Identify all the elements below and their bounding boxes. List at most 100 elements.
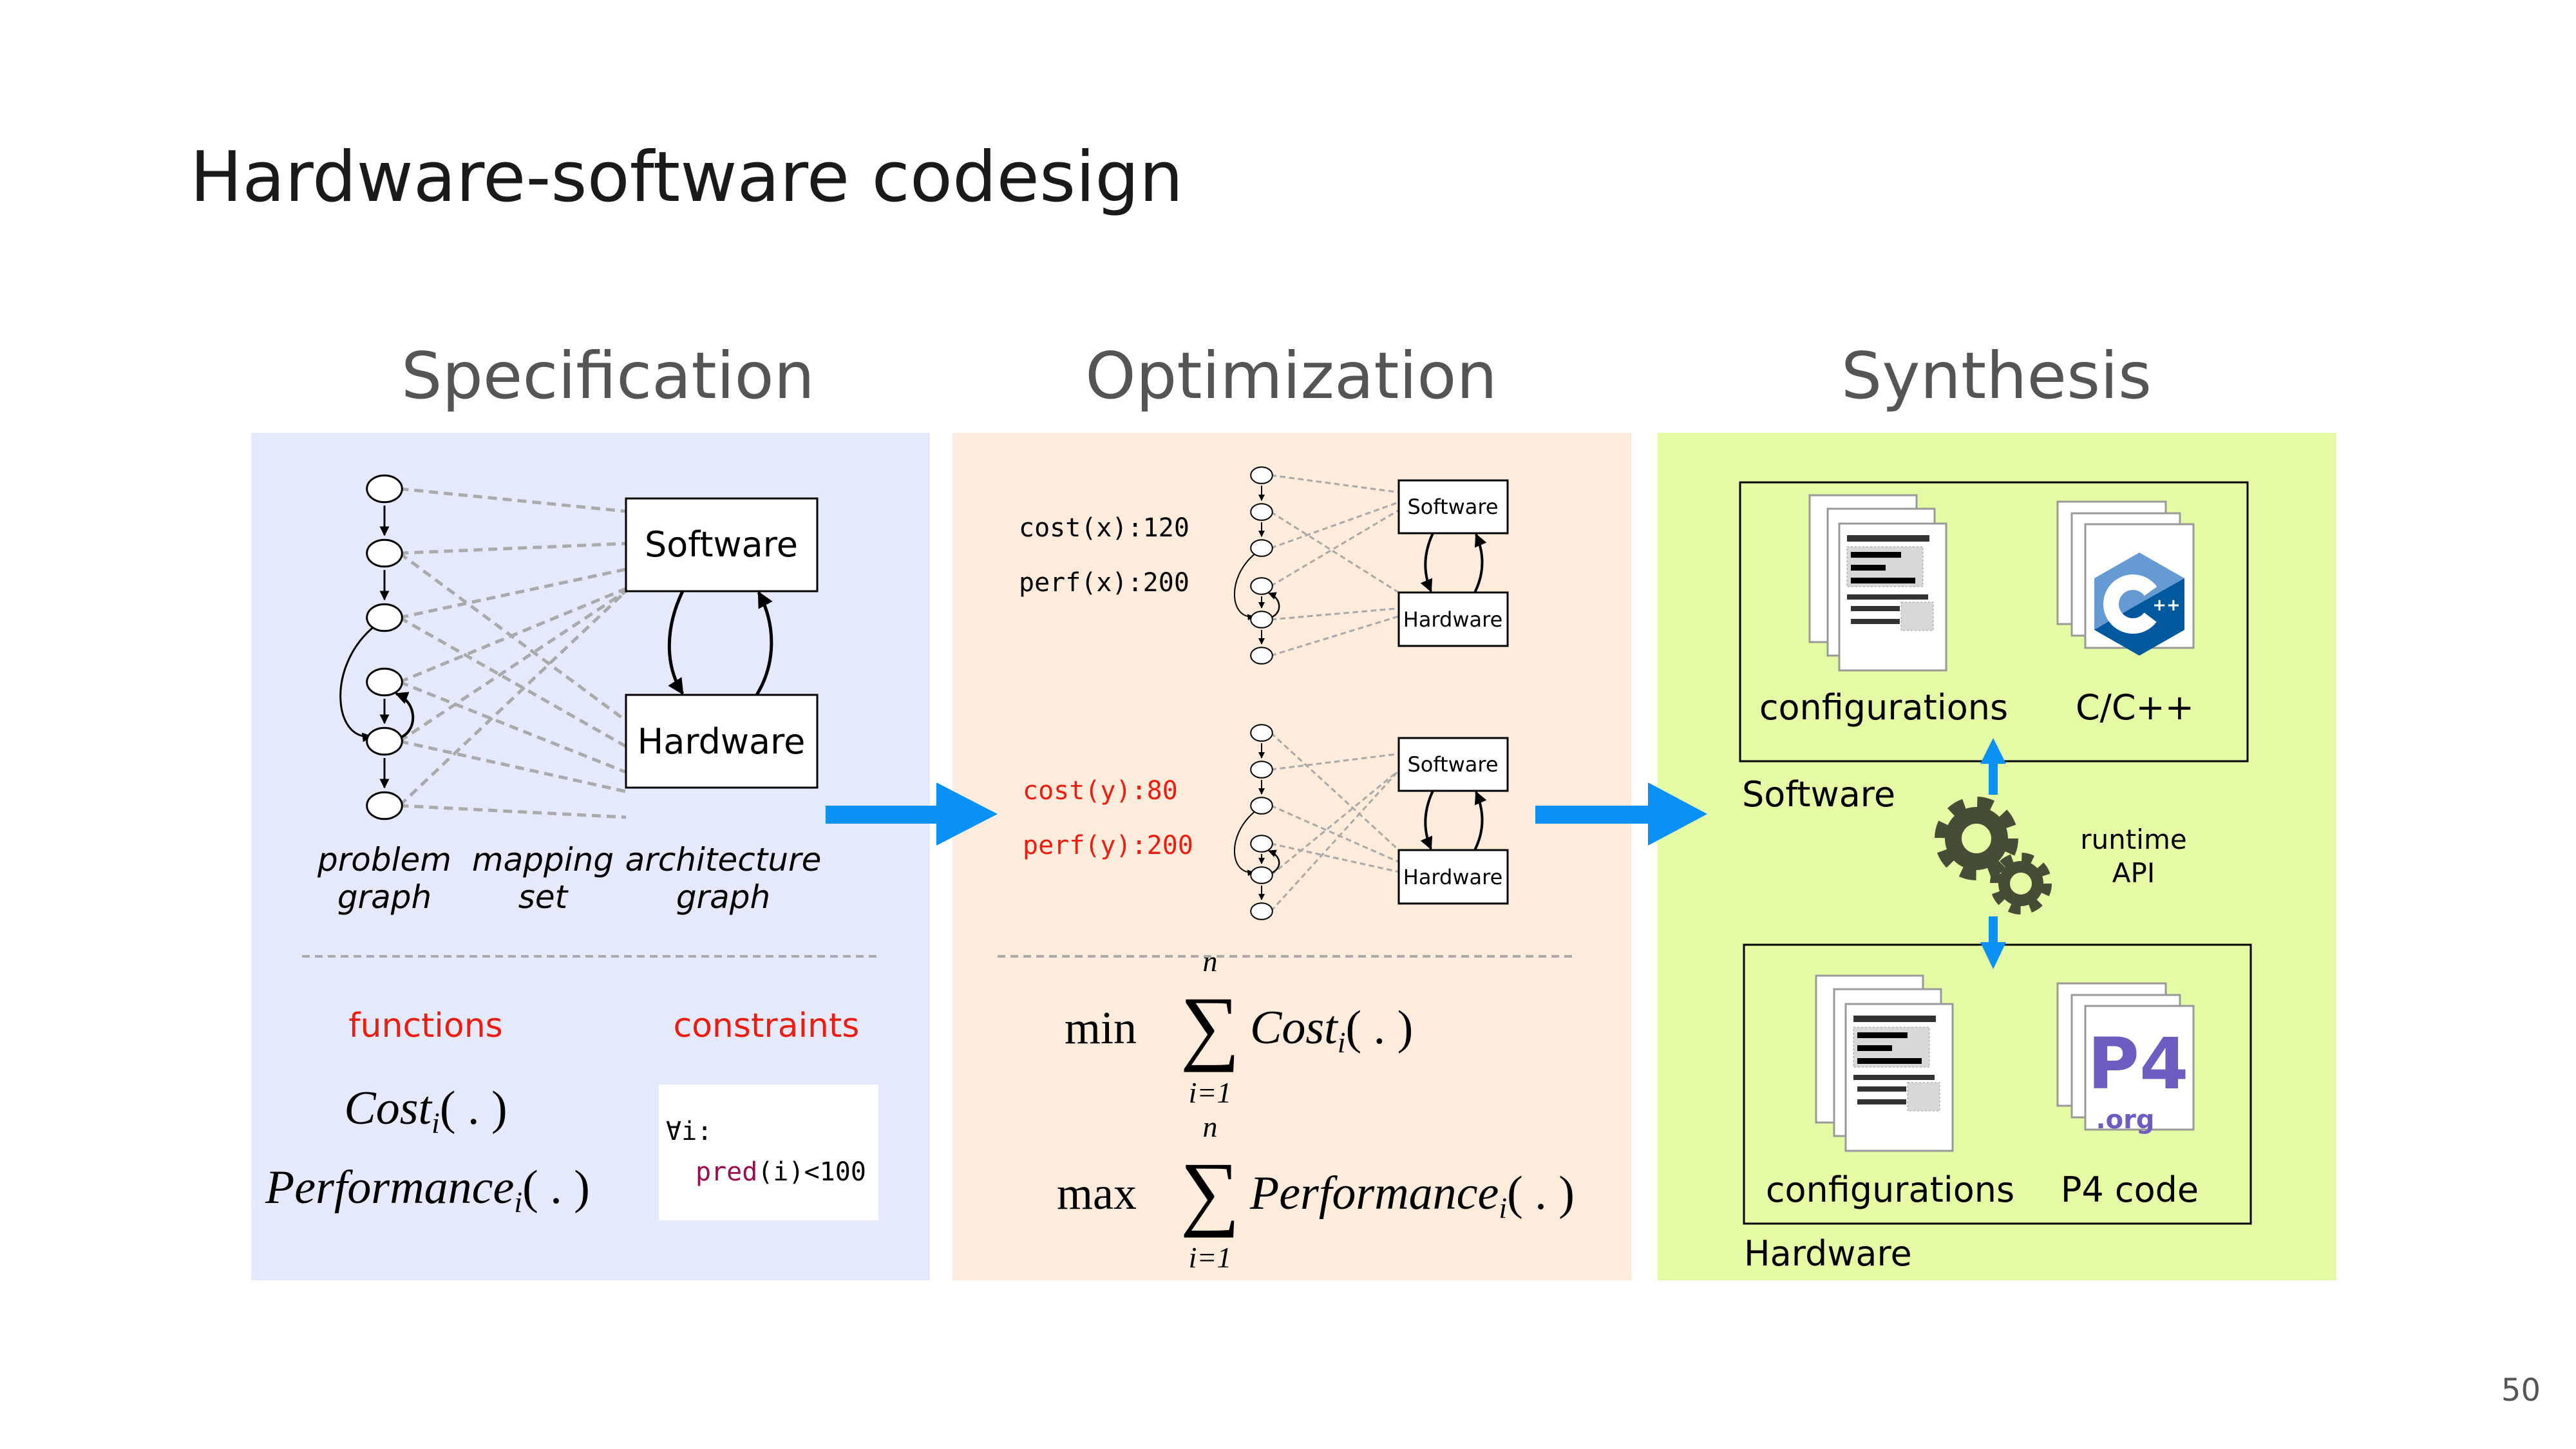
mapping-edge	[399, 804, 627, 819]
task-node	[366, 538, 403, 568]
perf-y: perf(y):200	[1023, 831, 1193, 860]
task-node	[1250, 611, 1273, 629]
mapping-edge	[399, 567, 627, 620]
software-box	[625, 497, 819, 592]
sw-to-hw-arrow	[667, 590, 685, 696]
runtime-label: runtime	[2080, 824, 2186, 855]
sum-symbol: ∑	[1180, 1146, 1240, 1238]
task-node	[1250, 761, 1273, 779]
dependency-edge	[1233, 811, 1255, 876]
text-line	[1851, 565, 1886, 571]
cost-x: cost(x):120	[1019, 513, 1189, 543]
sum-symbol: ∑	[1180, 980, 1240, 1073]
functions-label: functions	[348, 1007, 503, 1045]
mapping-edge	[1270, 511, 1399, 594]
max-performance-objective: max ∑ n i=1 Performancei( . )	[1057, 1110, 1575, 1274]
mapping-edge	[399, 739, 627, 793]
mapping-edge	[1271, 474, 1399, 493]
flow-arrow-1	[826, 782, 998, 846]
label-architecture: architecture	[625, 841, 822, 878]
text-line	[1847, 594, 1928, 600]
p4-logo-text: P4	[2087, 1023, 2188, 1105]
text-line	[1851, 552, 1901, 558]
runtime-api-arrows	[1980, 738, 2006, 969]
mapping-edge	[399, 587, 627, 684]
performance-objective-term: Performancei( . )	[1249, 1167, 1575, 1224]
perf-x: perf(x):200	[1019, 568, 1189, 598]
min-cost-objective: min ∑ n i=1 Costi( . )	[1065, 945, 1413, 1109]
text-line	[1857, 1099, 1906, 1104]
mapping-edge	[1271, 607, 1399, 621]
task-node	[1250, 835, 1273, 853]
cost-objective-term: Costi( . )	[1250, 1001, 1413, 1059]
page-number: 50	[2501, 1372, 2541, 1408]
sum-lower: i=1	[1189, 1241, 1232, 1274]
software-box-y-label: Software	[1407, 752, 1498, 777]
dependency-edge	[1233, 553, 1255, 621]
dependency-edge	[339, 627, 374, 743]
mapping-edge	[1270, 770, 1400, 913]
mapping-edge	[1270, 615, 1399, 657]
flow-arrow-2	[1535, 782, 1707, 846]
task-node	[1250, 647, 1273, 665]
text-line	[1857, 1032, 1908, 1038]
task-node	[1250, 866, 1273, 884]
p4-logo-icon: P4 .org	[2087, 1023, 2188, 1135]
task-node	[366, 603, 403, 632]
gears-icon	[1935, 797, 2052, 914]
sw-code-label: C/C++	[2076, 687, 2194, 728]
label-graph: graph	[337, 878, 431, 916]
task-node	[1250, 503, 1273, 521]
min-label: min	[1065, 1002, 1137, 1054]
text-line	[1851, 578, 1915, 583]
optimization-panel	[952, 433, 1631, 1280]
text-line	[1853, 1075, 1935, 1080]
task-node	[366, 726, 403, 756]
mapping-edge	[1270, 509, 1399, 587]
constraints-label: constraints	[674, 1007, 860, 1045]
header-specification: Specification	[401, 338, 815, 413]
cpp-logo-icon: ++	[2094, 553, 2184, 656]
text-block	[1907, 1082, 1940, 1112]
sum-lower: i=1	[1189, 1076, 1232, 1109]
problem-graph-mapping-diagram	[339, 474, 627, 820]
sum-upper: n	[1203, 945, 1218, 978]
text-block	[1900, 601, 1934, 631]
hw-code-label: P4 code	[2061, 1170, 2199, 1210]
max-label: max	[1057, 1168, 1137, 1219]
sw-config-label: configurations	[1759, 687, 2008, 728]
slide-title: Hardware-software codesign	[190, 137, 1183, 218]
software-box-x	[1397, 479, 1509, 535]
hardware-box-x	[1397, 591, 1509, 647]
mapping-edge	[399, 680, 627, 774]
hardware-box-label: Hardware	[638, 721, 806, 762]
text-line	[1857, 1045, 1892, 1051]
sum-upper: n	[1203, 1110, 1218, 1143]
header-optimization: Optimization	[1085, 338, 1497, 413]
feedback-edge	[1268, 849, 1280, 874]
constraint-expression: pred(i)<100	[696, 1157, 866, 1187]
task-node	[1250, 466, 1273, 484]
hardware-box-y-label: Hardware	[1403, 865, 1503, 889]
hw-config-label: configurations	[1766, 1170, 2014, 1210]
task-node	[1250, 577, 1273, 595]
feedback-edge	[395, 692, 415, 739]
mapping-edge	[399, 542, 627, 555]
text-line	[1847, 535, 1929, 542]
task-node	[1250, 724, 1273, 742]
document-stacks	[1808, 494, 2195, 1152]
mapping-edge	[1270, 770, 1399, 876]
hardware-group-label: Hardware	[1744, 1233, 1912, 1274]
mapping-edge	[399, 487, 627, 513]
performance-function: Performancei( . )	[265, 1161, 590, 1218]
mapping-edge	[1271, 753, 1399, 771]
mapping-edge	[398, 590, 627, 807]
header-synthesis: Synthesis	[1841, 338, 2152, 413]
software-box-y	[1397, 737, 1509, 792]
text-line	[1851, 619, 1900, 624]
label-set: set	[518, 878, 569, 916]
text-line	[1857, 1086, 1906, 1092]
mapping-edge	[399, 589, 627, 743]
label-mapping: mapping	[472, 841, 614, 878]
